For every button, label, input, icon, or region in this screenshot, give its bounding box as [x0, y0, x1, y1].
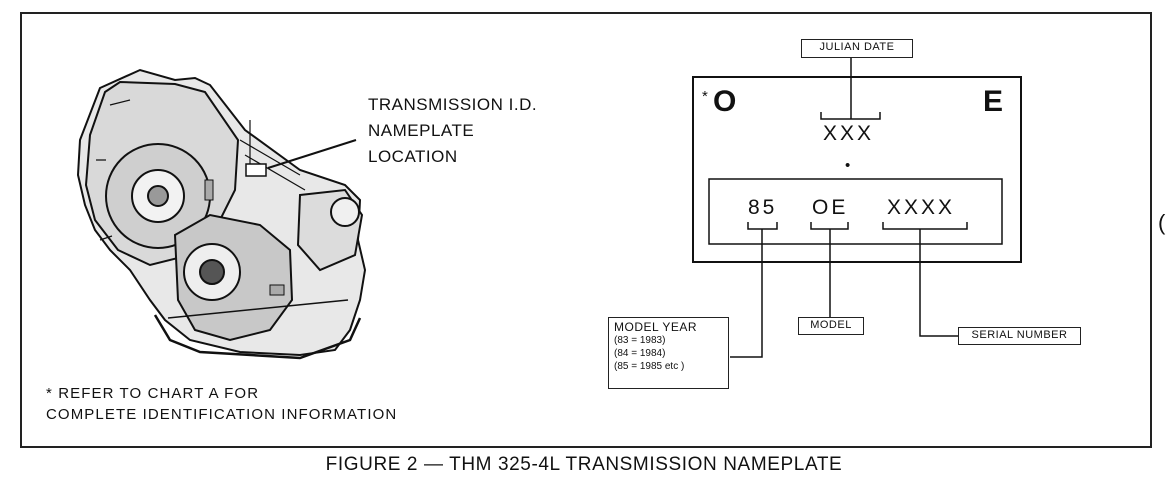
model-label: MODEL	[798, 317, 864, 335]
callout-line-1: TRANSMISSION I.D.	[368, 95, 538, 114]
julian-date-label: JULIAN DATE	[801, 39, 913, 58]
julian-bracket	[820, 58, 881, 120]
callout-leader-line	[267, 139, 357, 169]
figure-caption: FIGURE 2 — THM 325-4L TRANSMISSION NAMEP…	[325, 454, 843, 475]
nameplate-outline	[692, 76, 1022, 263]
plate-dot: •	[845, 157, 851, 174]
transmission-illustration	[76, 68, 367, 360]
plate-asterisk: *	[702, 88, 708, 105]
plate-letter-o: O	[713, 85, 737, 118]
model-year-row-84: (84 = 1984)	[614, 348, 666, 359]
model-year-title: MODEL YEAR	[614, 320, 698, 334]
julian-date-value: XXX	[823, 122, 875, 145]
model-year-value: 85	[748, 196, 778, 219]
reference-note: * REFER TO CHART A FOR COMPLETE IDENTIFI…	[46, 383, 397, 425]
callout-line-2: NAMEPLATE	[368, 121, 475, 140]
nameplate-inner-field	[708, 178, 1003, 245]
page-edge-mark: (	[1158, 210, 1166, 235]
model-bracket	[810, 222, 849, 317]
model-year-row-85: (85 = 1985 etc )	[614, 361, 685, 372]
callout-line-3: LOCATION	[368, 147, 458, 166]
model-year-box: MODEL YEAR (83 = 1983) (84 = 1984) (85 =…	[608, 317, 729, 389]
serial-bracket	[882, 222, 968, 337]
figure-frame	[20, 12, 1152, 448]
nameplate-location-callout: TRANSMISSION I.D. NAMEPLATE LOCATION	[368, 92, 537, 170]
model-value: OE	[812, 196, 849, 219]
serial-number-label: SERIAL NUMBER	[958, 327, 1081, 345]
note-line-2: COMPLETE IDENTIFICATION INFORMATION	[46, 406, 398, 423]
serial-number-value: XXXX	[887, 196, 956, 219]
year-bracket	[730, 222, 778, 358]
plate-letter-e: E	[983, 85, 1004, 118]
note-line-1: * REFER TO CHART A FOR	[46, 385, 260, 402]
model-year-row-83: (83 = 1983)	[614, 335, 666, 346]
